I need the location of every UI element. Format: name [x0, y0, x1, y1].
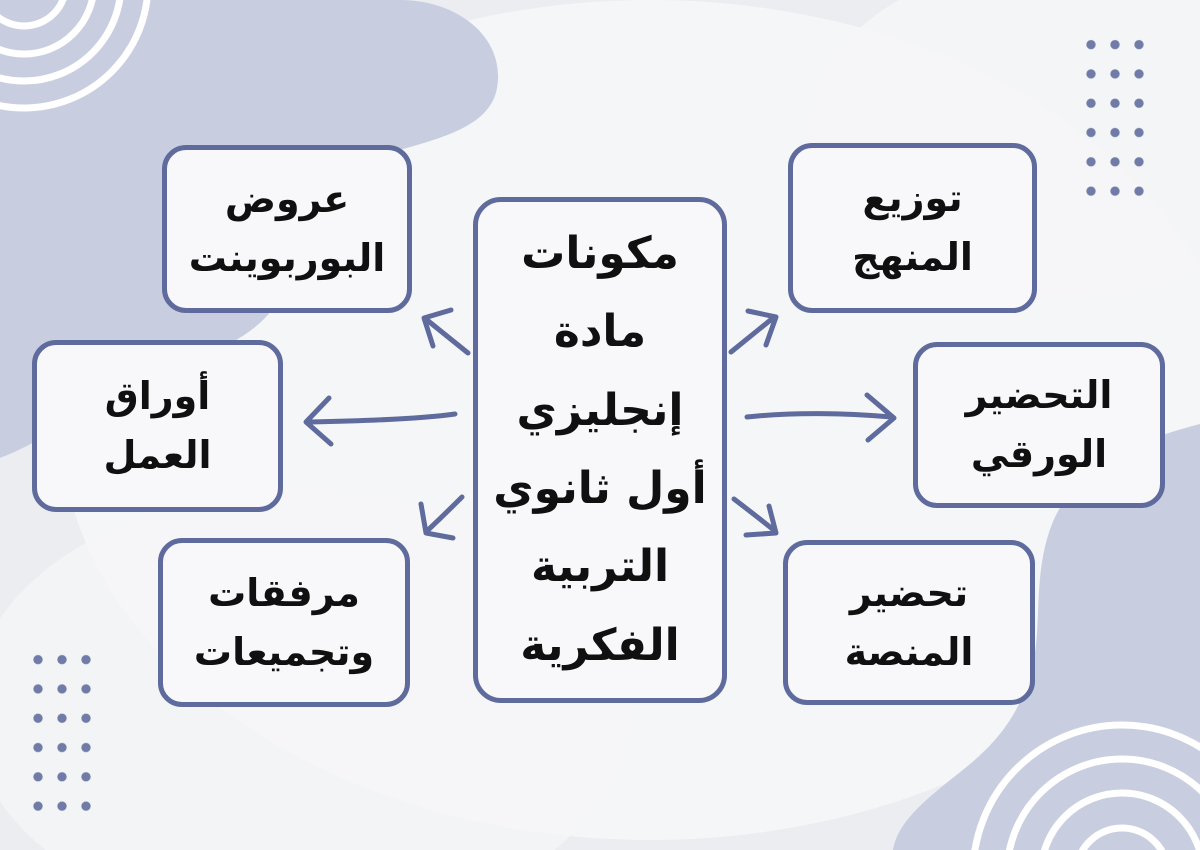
arrow-to-bottom-left-icon — [418, 494, 465, 541]
arrow-to-bottom-right-icon — [731, 496, 779, 538]
node-label-line: التحضير — [965, 373, 1113, 418]
center-line-1: مكونات — [521, 228, 679, 280]
center-line-4: أول ثانوي — [493, 463, 707, 514]
dot-grid-top-right — [1079, 30, 1151, 206]
node-worksheets: أوراق العمل — [32, 340, 283, 512]
node-label-line: الورقي — [970, 432, 1108, 476]
arrow-to-middle-left-icon — [303, 395, 458, 447]
center-line-5: التربية — [530, 541, 670, 593]
node-label-line: العمل — [103, 433, 212, 477]
node-label-line: المنهج — [852, 235, 973, 279]
lavender-blob-bottom-right — [893, 424, 1200, 850]
center-line-2: مادة — [553, 306, 647, 358]
node-center-topic: مكونات مادة إنجليزي أول ثانوي التربية ال… — [473, 197, 727, 703]
concentric-circles-top-left — [0, 0, 151, 112]
concentric-circles-bottom-right — [971, 721, 1200, 850]
node-curriculum-distribution: توزيع المنهج — [788, 143, 1037, 313]
node-label-line: مرفقات — [208, 570, 360, 615]
arrow-to-top-left-icon — [421, 307, 471, 356]
arrow-to-middle-right-icon — [744, 392, 897, 443]
center-line-6: الفكرية — [520, 619, 680, 671]
node-attachments-collections: مرفقات وتجميعات — [158, 538, 410, 707]
node-powerpoint-presentations: عروض البوربوينت — [162, 145, 412, 313]
node-label-line: تحضير — [849, 570, 969, 615]
node-label-line: توزيع — [862, 176, 963, 221]
node-label-line: وتجميعات — [193, 629, 375, 674]
node-label-line: عروض — [224, 177, 350, 222]
node-label-line: المنصة — [844, 629, 974, 674]
dot-grid-bottom-left — [26, 645, 98, 821]
node-label-line: أوراق — [104, 374, 211, 419]
node-label-line: البوربوينت — [188, 236, 386, 280]
arrow-to-top-right-icon — [728, 308, 779, 355]
center-line-3: إنجليزي — [516, 384, 684, 436]
node-platform-preparation: تحضير المنصة — [783, 540, 1035, 705]
node-paper-preparation: التحضير الورقي — [913, 342, 1165, 508]
